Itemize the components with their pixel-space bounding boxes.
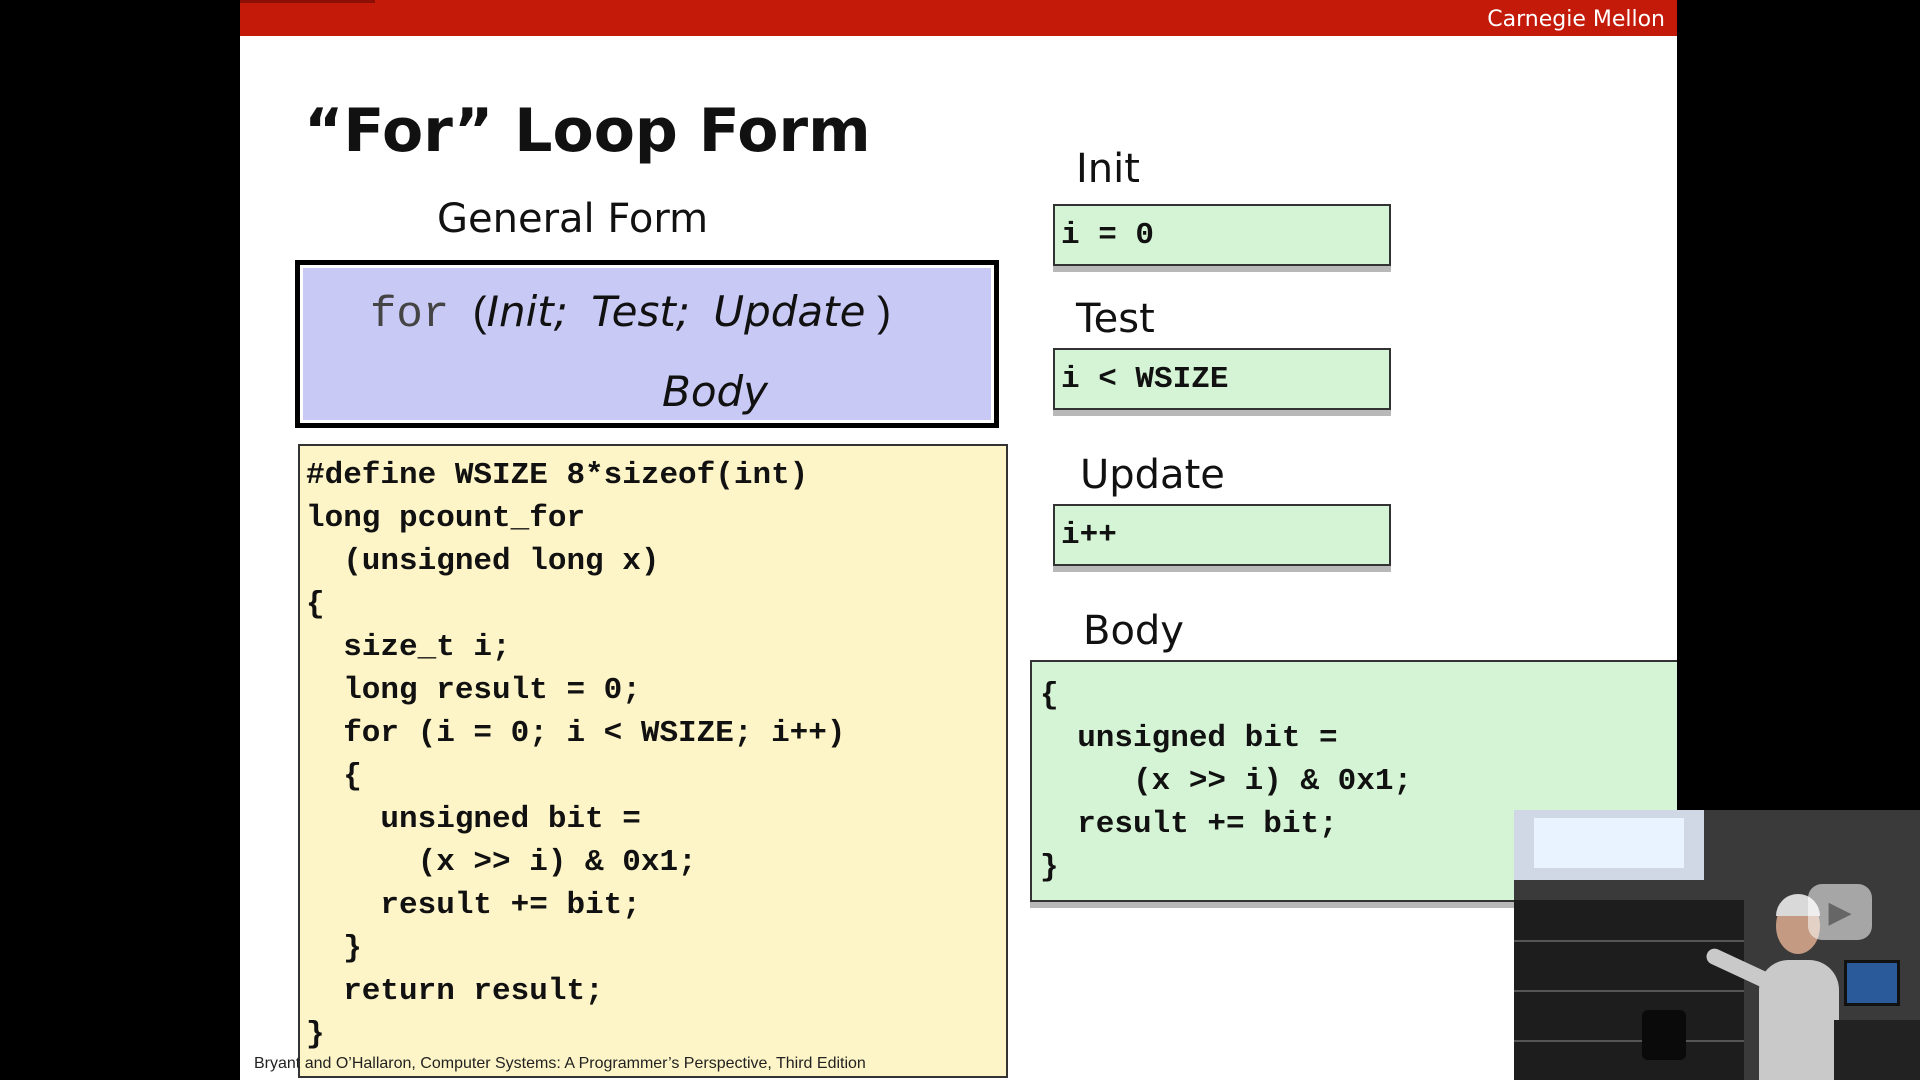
code-box: #define WSIZE 8*sizeof(int) long pcount_… xyxy=(298,444,1008,1078)
brand-label: Carnegie Mellon xyxy=(1487,7,1665,32)
header-bar: Carnegie Mellon xyxy=(240,0,1677,36)
lecturer-video[interactable] xyxy=(1514,810,1920,1080)
slide-title: “For” Loop Form xyxy=(304,96,871,166)
header-notch xyxy=(240,0,375,3)
projector-image xyxy=(1534,818,1684,868)
lecturer-body xyxy=(1759,960,1839,1080)
chalkboard xyxy=(1514,900,1744,1080)
body-label: Body xyxy=(1083,608,1184,654)
slide-footer: Bryant and O’Hallaron, Computer Systems:… xyxy=(254,1055,866,1072)
chair xyxy=(1642,1010,1686,1060)
body-box: { unsigned bit = (x >> i) & 0x1; result … xyxy=(1030,660,1677,902)
code-listing: #define WSIZE 8*sizeof(int) long pcount_… xyxy=(306,458,846,1052)
body-term: Body xyxy=(662,367,769,416)
test-label: Test xyxy=(1076,296,1155,342)
general-form-box: for (Init; Test; Update ) Body xyxy=(295,260,999,428)
general-form-line: for (Init; Test; Update ) xyxy=(370,287,891,340)
open-paren: ( xyxy=(472,288,487,335)
init-term: Init; xyxy=(486,287,568,336)
board-line xyxy=(1514,1040,1744,1042)
general-form-label: General Form xyxy=(437,196,709,242)
play-glyph: ▶ xyxy=(1828,895,1852,929)
close-paren: ) xyxy=(877,288,892,335)
play-icon[interactable]: ▶ xyxy=(1808,884,1872,940)
init-label: Init xyxy=(1076,146,1140,192)
update-code: i++ xyxy=(1061,518,1117,553)
board-line xyxy=(1514,990,1744,992)
for-keyword: for xyxy=(370,290,450,340)
init-box: i = 0 xyxy=(1053,204,1391,266)
update-box: i++ xyxy=(1053,504,1391,566)
body-code: { unsigned bit = (x >> i) & 0x1; result … xyxy=(1040,678,1413,885)
update-label: Update xyxy=(1080,452,1225,498)
init-code: i = 0 xyxy=(1061,218,1155,253)
test-box: i < WSIZE xyxy=(1053,348,1391,410)
test-term: Test; xyxy=(591,287,691,336)
lectern xyxy=(1834,1020,1920,1080)
board-line xyxy=(1514,940,1744,942)
update-term: Update xyxy=(713,287,866,336)
test-code: i < WSIZE xyxy=(1061,362,1229,397)
slide: Carnegie Mellon “For” Loop Form General … xyxy=(240,0,1677,1080)
laptop xyxy=(1844,960,1900,1006)
